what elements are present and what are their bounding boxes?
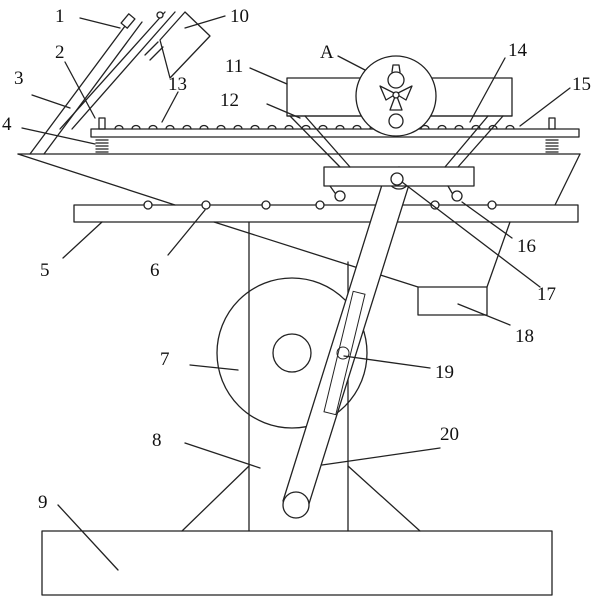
label-13: 13 (168, 74, 187, 95)
label-12: 12 (220, 90, 239, 111)
bolt-head (120, 13, 136, 29)
label-5: 5 (40, 260, 50, 281)
spring-right (545, 139, 559, 153)
arm-pivot (156, 11, 164, 19)
label-3: 3 (14, 68, 24, 89)
screening-plate (90, 128, 580, 138)
collection-box (417, 286, 488, 316)
label-9: 9 (38, 492, 48, 513)
label-17: 17 (537, 284, 556, 305)
label-18: 18 (515, 326, 534, 347)
label-11: 11 (225, 56, 243, 77)
crank-link (282, 166, 411, 519)
label-10: 10 (230, 6, 249, 27)
label-6: 6 (150, 260, 160, 281)
label-8: 8 (152, 430, 162, 451)
label-7: 7 (160, 349, 170, 370)
conveyor-plate (73, 204, 579, 223)
label-16: 16 (517, 236, 536, 257)
label-4: 4 (2, 114, 12, 135)
roller-row (143, 200, 497, 210)
label-15: 15 (572, 74, 591, 95)
label-2: 2 (55, 42, 65, 63)
right-post (548, 117, 556, 130)
x-supports (289, 115, 504, 168)
drive-wheel (216, 277, 368, 429)
left-post (98, 117, 106, 130)
label-1: 1 (55, 6, 65, 27)
label-14: 14 (508, 40, 528, 61)
frame-rails (17, 153, 581, 288)
label-19: 19 (435, 362, 454, 383)
spring-left (95, 139, 109, 153)
base-block (41, 530, 553, 596)
leader-lines (21, 15, 571, 571)
detail-a-view (355, 55, 437, 137)
label-20: 20 (440, 424, 459, 445)
slider-carriage (323, 166, 475, 202)
label-a: A (320, 42, 334, 63)
